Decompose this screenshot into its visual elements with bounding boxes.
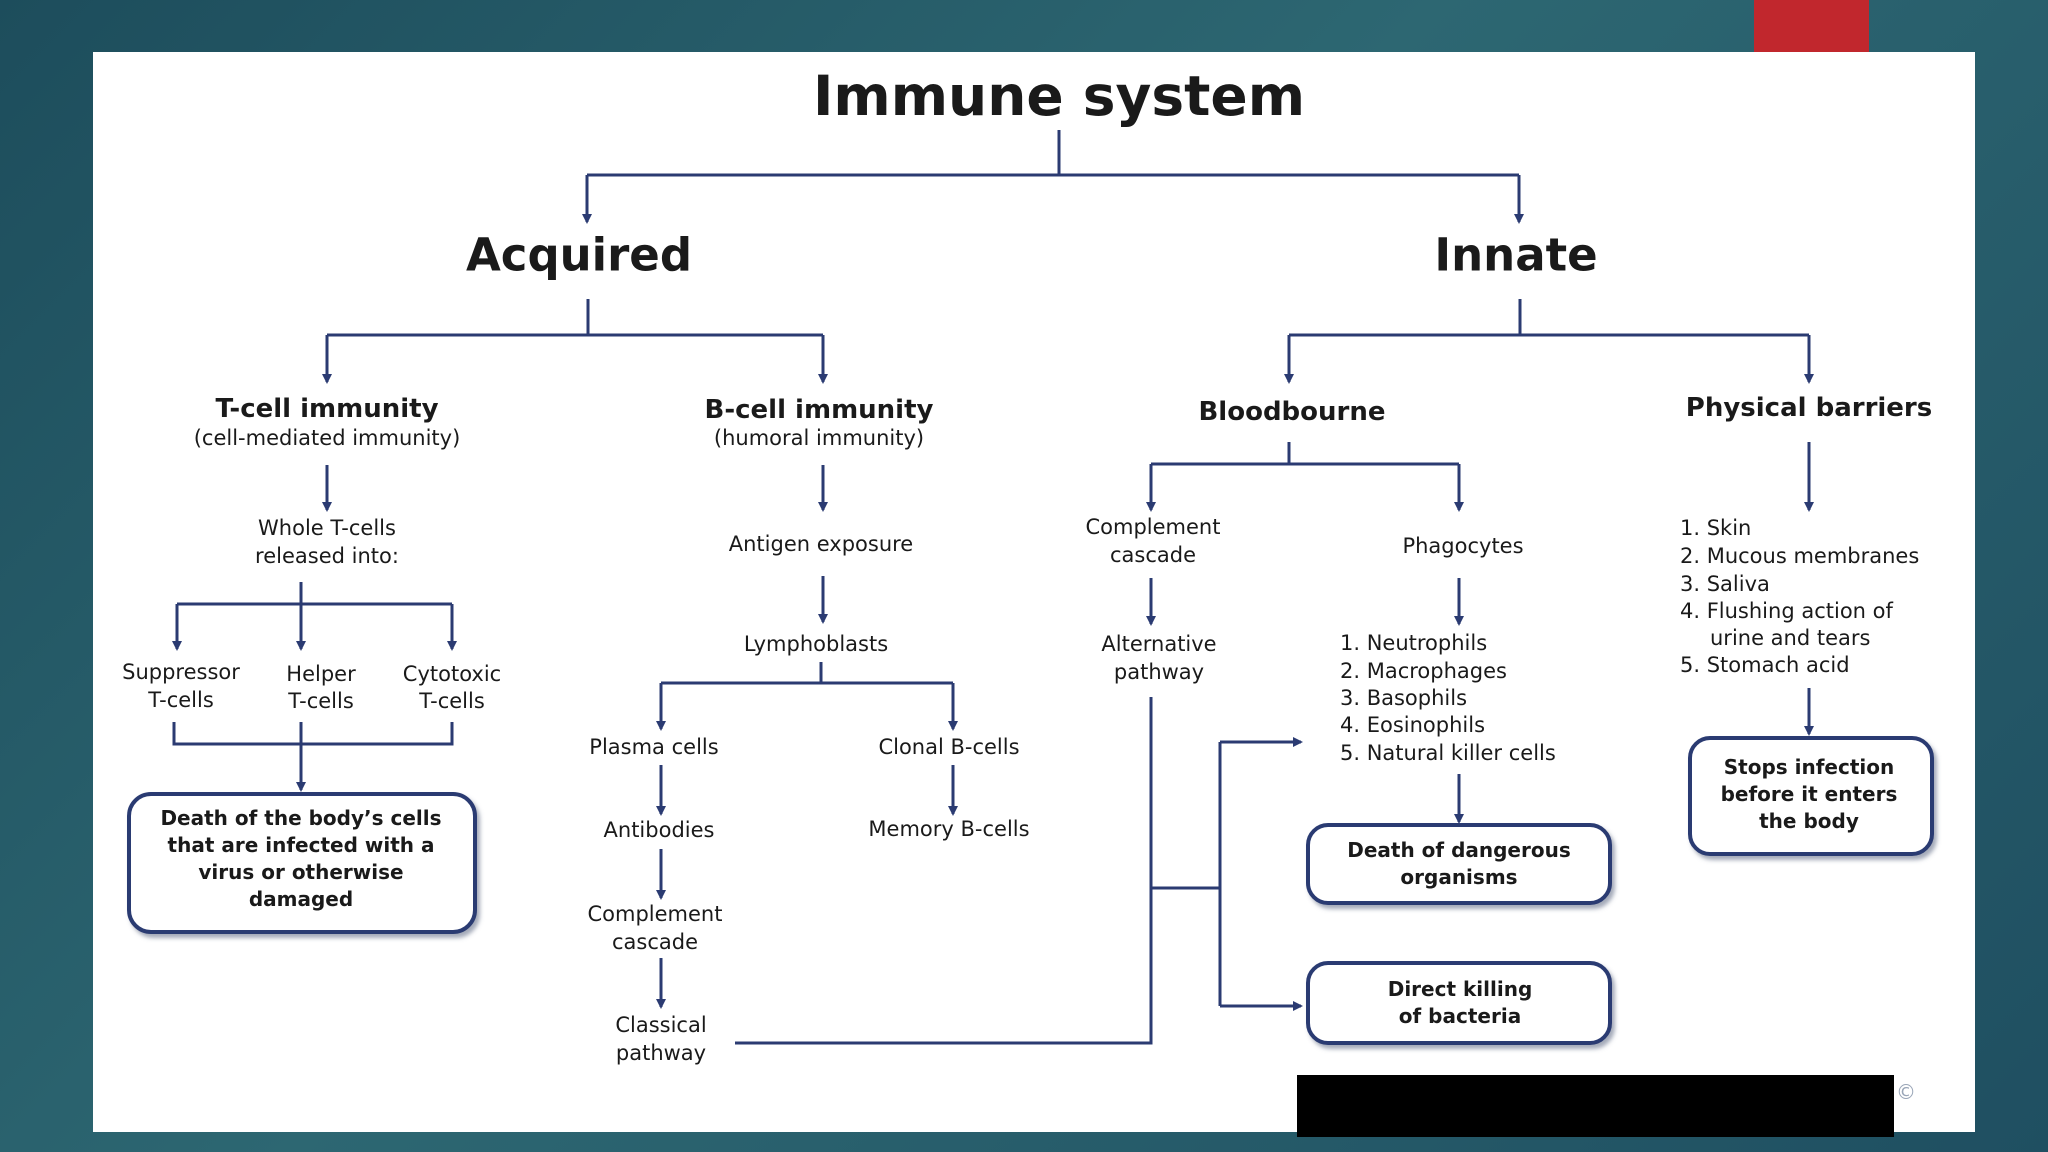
bacteria-result-line1: Direct killing xyxy=(1388,977,1533,1001)
physical-result-box xyxy=(1688,736,1934,856)
innate-label: Innate xyxy=(1434,229,1597,282)
classical-pathway-line2: pathway xyxy=(616,1041,706,1065)
barrier-item-5: 5. Stomach acid xyxy=(1680,653,1850,677)
physical-result-line1: Stops infection xyxy=(1724,755,1895,779)
tcell-heading: T-cell immunity xyxy=(215,394,438,424)
suppressor-tcell-line2: T-cells xyxy=(147,688,214,712)
tcell-result-line1: Death of the body’s cells xyxy=(160,806,441,830)
classical-pathway-line1: Classical xyxy=(615,1013,706,1037)
tcell-subheading: (cell-mediated immunity) xyxy=(194,426,461,450)
phagocyte-item-5: 5. Natural killer cells xyxy=(1340,741,1556,765)
bcell-complement-line1: Complement xyxy=(588,902,723,926)
diagram-title: Immune system xyxy=(813,64,1305,128)
barrier-item-2: 2. Mucous membranes xyxy=(1680,544,1919,568)
phagocyte-item-1: 1. Neutrophils xyxy=(1340,631,1487,655)
tcell-release-line1: Whole T-cells xyxy=(258,516,396,540)
phagocyte-item-3: 3. Basophils xyxy=(1340,686,1467,710)
immune-system-diagram: Immune system Acquired Innate T-cell imm… xyxy=(122,64,1934,1065)
cytotoxic-tcell-line2: T-cells xyxy=(418,689,485,713)
physical-result-line3: the body xyxy=(1759,809,1859,833)
bcell-heading: B-cell immunity xyxy=(705,395,934,425)
tcell-result-line3: virus or otherwise xyxy=(198,860,403,884)
acquired-label: Acquired xyxy=(466,229,692,282)
lymphoblasts: Lymphoblasts xyxy=(744,632,888,656)
antibodies: Antibodies xyxy=(604,818,715,842)
accent-bar xyxy=(1754,0,1869,52)
alternative-pathway-line2: pathway xyxy=(1114,660,1204,684)
clonal-bcells: Clonal B-cells xyxy=(878,735,1019,759)
redaction-bar xyxy=(1297,1075,1894,1137)
barrier-item-1: 1. Skin xyxy=(1680,516,1751,540)
phagocyte-item-4: 4. Eosinophils xyxy=(1340,713,1485,737)
helper-tcell-line1: Helper xyxy=(286,662,356,686)
phagocyte-item-2: 2. Macrophages xyxy=(1340,659,1507,683)
tcell-release-line2: released into: xyxy=(255,544,399,568)
bloodbourne-heading: Bloodbourne xyxy=(1198,397,1385,427)
plasma-cells: Plasma cells xyxy=(589,735,718,759)
antigen-exposure: Antigen exposure xyxy=(729,532,913,556)
copyright-mark: © xyxy=(1896,1080,1916,1104)
phagocyte-result-line2: organisms xyxy=(1400,865,1517,889)
slide-canvas: Immune system Acquired Innate T-cell imm… xyxy=(93,52,1975,1132)
barrier-item-4: 4. Flushing action of xyxy=(1680,599,1893,623)
tcell-result-line2: that are infected with a xyxy=(168,833,435,857)
bacteria-result-box xyxy=(1306,961,1612,1045)
blood-complement-line1: Complement xyxy=(1086,515,1221,539)
tcell-result-line4: damaged xyxy=(249,887,353,911)
memory-bcells: Memory B-cells xyxy=(868,817,1029,841)
phagocyte-result-box xyxy=(1306,823,1612,905)
bacteria-result-line2: of bacteria xyxy=(1399,1004,1521,1028)
physical-barriers-heading: Physical barriers xyxy=(1686,393,1932,423)
helper-tcell-line2: T-cells xyxy=(287,689,354,713)
phagocytes: Phagocytes xyxy=(1402,534,1523,558)
bcell-complement-line2: cascade xyxy=(612,930,698,954)
bcell-subheading: (humoral immunity) xyxy=(714,426,924,450)
barrier-item-4-cont: urine and tears xyxy=(1710,626,1870,650)
cytotoxic-tcell-line1: Cytotoxic xyxy=(403,662,501,686)
tcell-result-box xyxy=(127,792,477,934)
alternative-pathway-line1: Alternative xyxy=(1101,632,1216,656)
barrier-item-3: 3. Saliva xyxy=(1680,572,1770,596)
blood-complement-line2: cascade xyxy=(1110,543,1196,567)
result-boxes xyxy=(127,736,1934,1045)
connectors xyxy=(172,130,1814,1045)
suppressor-tcell-line1: Suppressor xyxy=(122,660,240,684)
physical-result-line2: before it enters xyxy=(1721,782,1898,806)
phagocyte-result-line1: Death of dangerous xyxy=(1347,838,1571,862)
